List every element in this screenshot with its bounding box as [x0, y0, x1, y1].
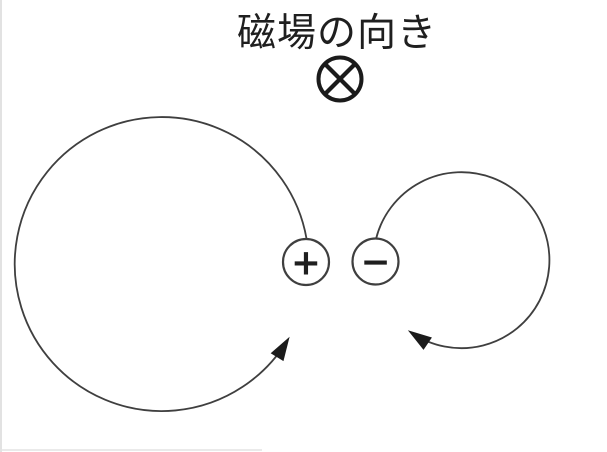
negative-charge-orbit-arc [375, 171, 551, 350]
negative-charge: − [351, 237, 400, 286]
field-symbol-x-stroke [323, 62, 357, 96]
field-into-page-icon [316, 55, 364, 103]
field-symbol-ring [316, 55, 364, 103]
negative-charge-label: − [360, 242, 390, 283]
positive-charge-circle [281, 237, 331, 287]
negative-charge-circle [351, 237, 400, 286]
positive-charge-label: + [291, 243, 321, 284]
positive-charge-orbit-arc [13, 116, 308, 412]
diagram-title: 磁場の向き [237, 11, 437, 56]
positive-charge: + [281, 237, 331, 287]
